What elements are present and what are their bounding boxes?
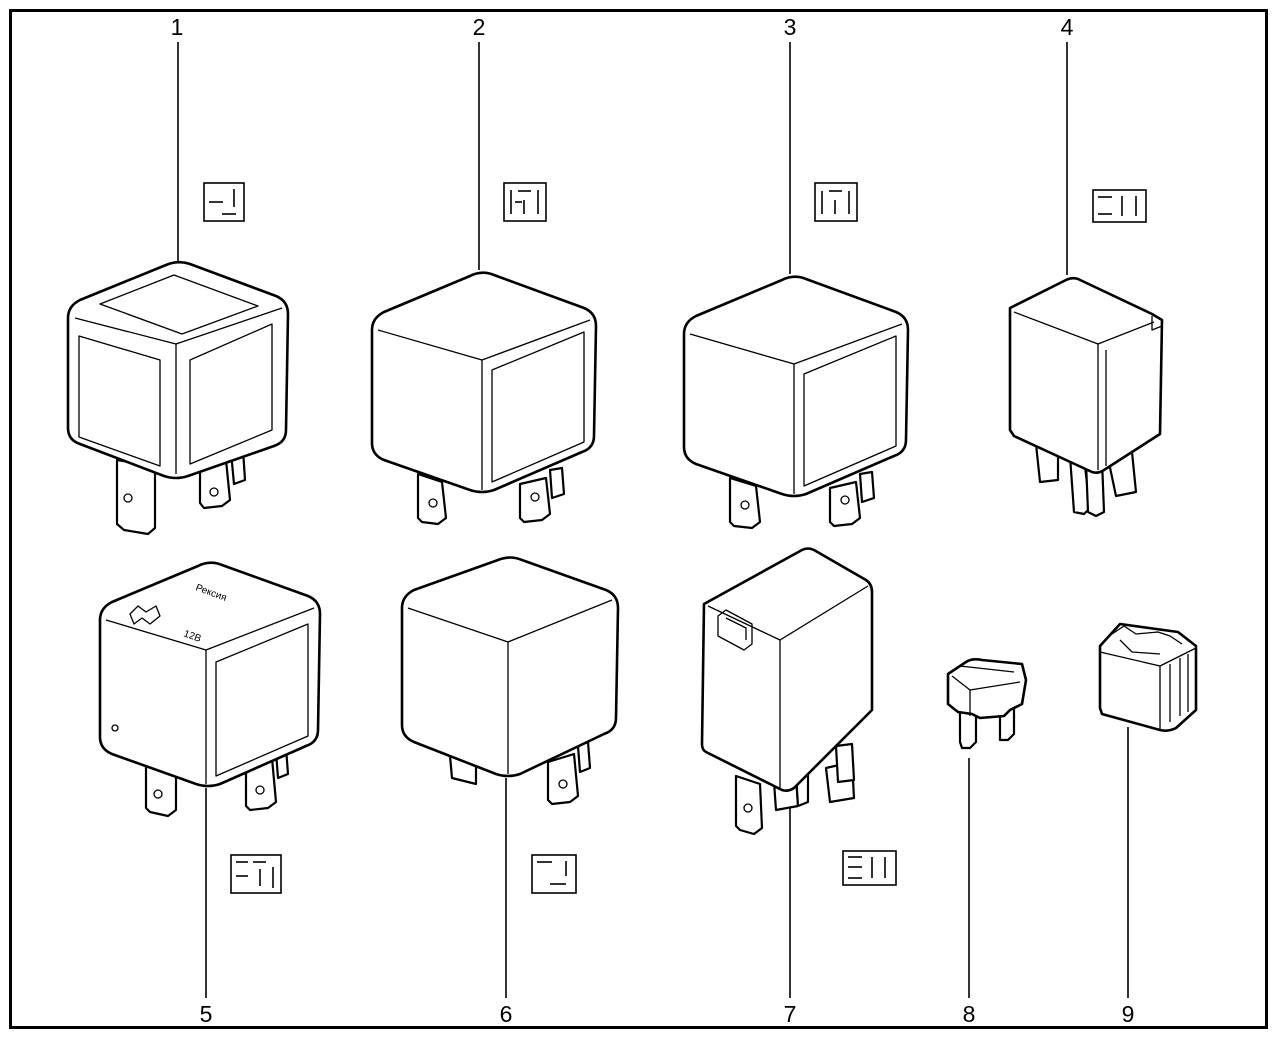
callout-4: 4 [1061, 14, 1074, 40]
pinout-pictogram-3 [814, 182, 858, 222]
relay-1 [66, 260, 290, 536]
callout-2: 2 [473, 14, 486, 40]
pinout-pictogram-2 [503, 182, 547, 222]
relay-3 [682, 275, 910, 530]
pinout-pictogram-1 [203, 182, 245, 222]
pinout-pictogram-7 [842, 850, 897, 886]
pinout-pictogram-6 [531, 854, 577, 894]
callout-8: 8 [963, 1001, 976, 1027]
relay-2 [370, 271, 598, 526]
callout-6: 6 [500, 1001, 513, 1027]
callout-5: 5 [200, 1001, 213, 1027]
relay-6 [400, 556, 620, 806]
callout-7: 7 [784, 1001, 797, 1027]
callout-1: 1 [171, 14, 184, 40]
mini-fuse-8 [946, 658, 1028, 750]
pinout-pictogram-5 [230, 854, 282, 894]
callout-3: 3 [784, 14, 797, 40]
relay-5: Рексия 12В [98, 561, 322, 818]
relay-7 [700, 547, 874, 836]
relay-4 [1008, 276, 1164, 518]
pinout-pictogram-4 [1092, 189, 1147, 223]
callout-9: 9 [1122, 1001, 1135, 1027]
cartridge-fuse-9 [1098, 622, 1198, 732]
drawing-frame [9, 9, 1268, 1029]
